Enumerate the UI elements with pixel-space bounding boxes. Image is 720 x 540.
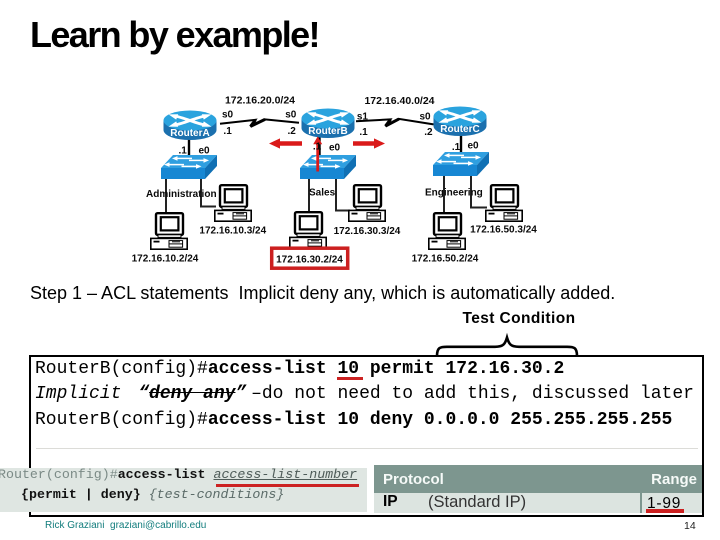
svg-text:s1: s1 [357, 112, 369, 123]
svg-text:172.16.50.2/24: 172.16.50.2/24 [412, 254, 479, 265]
svg-text:172.16.10.2/24: 172.16.10.2/24 [132, 254, 199, 265]
svg-text:RouterB: RouterB [308, 126, 347, 137]
svg-text:e0: e0 [198, 145, 210, 156]
svg-text:Engineering: Engineering [425, 187, 483, 198]
svg-text:e0: e0 [467, 141, 479, 152]
svg-text:172.16.20.0/24: 172.16.20.0/24 [225, 95, 295, 107]
svg-text:172.16.50.3/24: 172.16.50.3/24 [470, 225, 537, 236]
svg-text:Administration: Administration [146, 189, 217, 200]
svg-text:172.16.30.2/24: 172.16.30.2/24 [276, 255, 343, 266]
svg-text:.1: .1 [179, 145, 188, 156]
svg-text:.1: .1 [223, 126, 232, 137]
svg-text:s0: s0 [285, 110, 297, 121]
svg-text:.2: .2 [288, 126, 297, 137]
svg-text:s0: s0 [419, 112, 431, 123]
svg-text:RouterC: RouterC [440, 124, 479, 135]
svg-text:.1: .1 [452, 142, 461, 153]
svg-text:172.16.40.0/24: 172.16.40.0/24 [364, 95, 434, 107]
svg-text:172.16.30.3/24: 172.16.30.3/24 [334, 226, 401, 237]
svg-text:.1: .1 [359, 127, 368, 138]
svg-text:Sales: Sales [309, 188, 336, 199]
svg-text:172.16.10.3/24: 172.16.10.3/24 [199, 226, 266, 237]
svg-text:.1: .1 [313, 141, 322, 152]
svg-text:.2: .2 [424, 127, 433, 138]
svg-text:RouterA: RouterA [170, 128, 209, 139]
svg-text:s0: s0 [222, 110, 234, 121]
svg-text:e0: e0 [329, 142, 341, 153]
